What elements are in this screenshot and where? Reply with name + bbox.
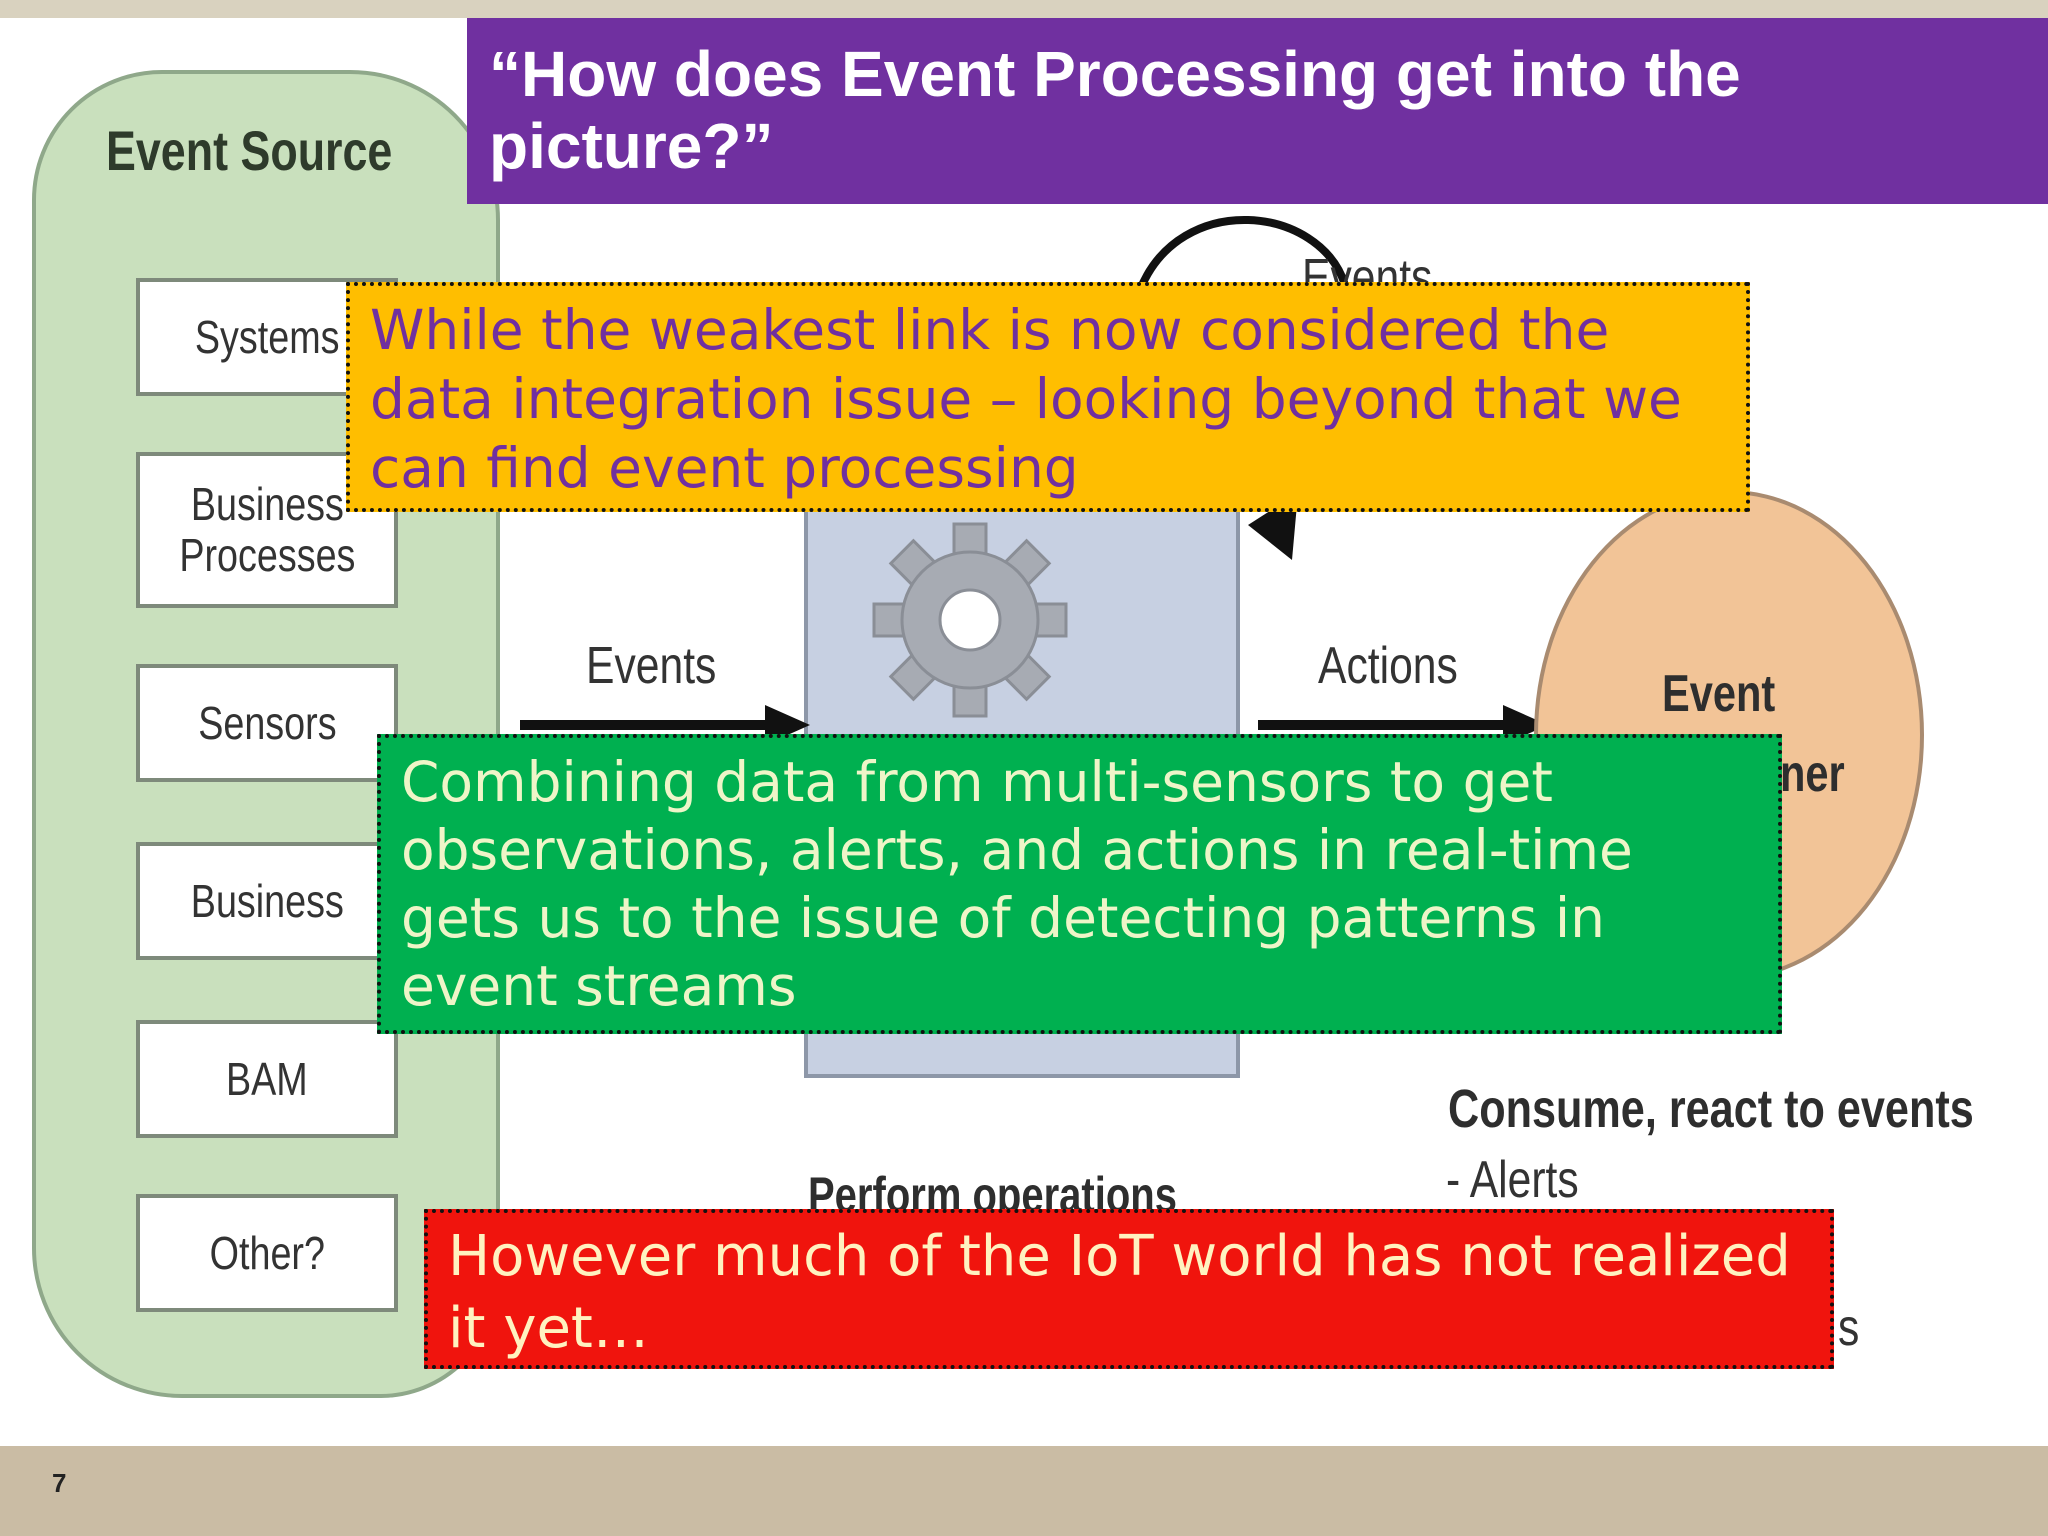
footer-bar	[0, 1446, 2048, 1536]
source-label: Business Processes	[178, 478, 356, 581]
source-label: Other?	[209, 1226, 325, 1279]
source-box-business: Business	[136, 842, 398, 960]
source-label: Sensors	[197, 696, 337, 749]
source-label: Systems	[194, 310, 340, 363]
source-box-bam: BAM	[136, 1020, 398, 1138]
consumer-label-line2: ner	[1780, 745, 1845, 803]
source-box-business-processes: Business Processes	[136, 452, 398, 608]
source-box-other: Other?	[136, 1194, 398, 1312]
actions-label: Actions	[1318, 637, 1458, 695]
consumer-label-line1: Event	[1662, 665, 1776, 723]
partial-label: s	[1838, 1299, 1860, 1357]
title-banner: “How does Event Processing get into the …	[467, 18, 2048, 204]
callout-multi-sensors: Combining data from multi-sensors to get…	[377, 734, 1782, 1034]
top-decor-strip	[0, 0, 2048, 18]
alerts-label: - Alerts	[1446, 1151, 1579, 1209]
event-source-title: Event Source	[106, 119, 393, 182]
slide-title: “How does Event Processing get into the …	[489, 38, 1741, 182]
callout-weakest-link: While the weakest link is now considered…	[346, 282, 1750, 512]
source-label: Business	[190, 874, 344, 927]
slide-number: 7	[52, 1468, 67, 1498]
consume-react-label: Consume, react to events	[1448, 1079, 1974, 1139]
gear-icon	[872, 522, 1068, 718]
source-box-sensors: Sensors	[136, 664, 398, 782]
events-label: Events	[586, 637, 717, 695]
callout-iot-not-realized: However much of the IoT world has not re…	[424, 1209, 1834, 1369]
source-label: BAM	[226, 1052, 308, 1105]
